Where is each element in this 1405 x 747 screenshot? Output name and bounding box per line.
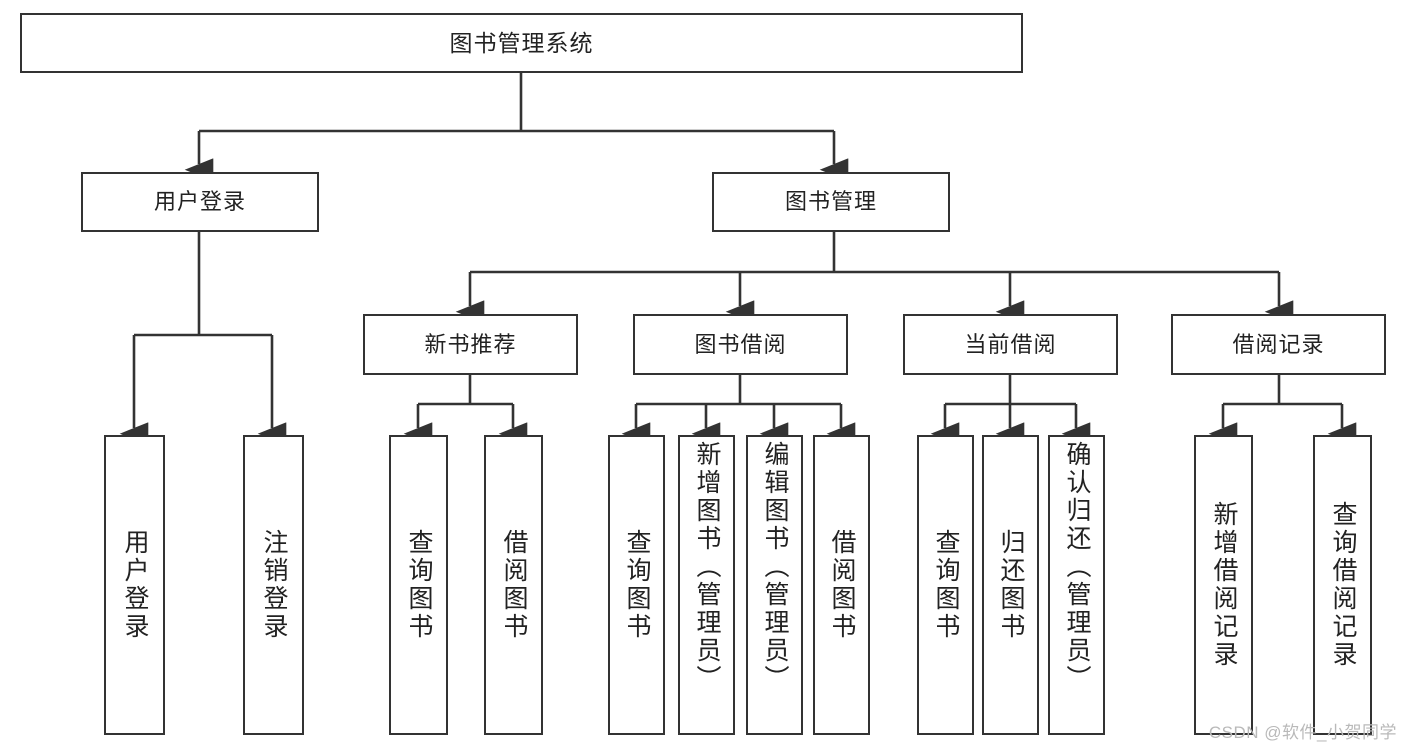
node-label-borrow-record: 借阅记录 — [1232, 331, 1325, 357]
node-label-leaf-confirm-return: 确认归还（管理员） — [1063, 441, 1091, 693]
node-leaf-query-book-3[interactable]: 查询图书 — [917, 435, 974, 735]
node-label-leaf-return-book: 归还图书 — [997, 529, 1025, 641]
node-label-leaf-user-logout: 注销登录 — [260, 529, 288, 641]
node-label-new-book-recommend: 新书推荐 — [424, 331, 517, 357]
node-leaf-add-record[interactable]: 新增借阅记录 — [1194, 435, 1253, 735]
node-leaf-borrow-book-2[interactable]: 借阅图书 — [813, 435, 870, 735]
csdn-watermark: CSDN @软件_小贺同学 — [1208, 723, 1397, 742]
node-leaf-add-book[interactable]: 新增图书（管理员） — [678, 435, 735, 735]
node-label-book-management: 图书管理 — [784, 189, 877, 215]
node-root-book-management-system[interactable]: 图书管理系统 — [20, 13, 1023, 73]
node-label-leaf-query-record: 查询借阅记录 — [1329, 501, 1357, 669]
node-leaf-confirm-return[interactable]: 确认归还（管理员） — [1048, 435, 1105, 735]
node-leaf-query-record[interactable]: 查询借阅记录 — [1313, 435, 1372, 735]
node-label-leaf-add-record: 新增借阅记录 — [1210, 501, 1238, 669]
node-new-book-recommend[interactable]: 新书推荐 — [363, 314, 578, 375]
node-leaf-query-book-1[interactable]: 查询图书 — [389, 435, 448, 735]
node-label-book-borrow: 图书借阅 — [694, 331, 787, 357]
node-current-borrow[interactable]: 当前借阅 — [903, 314, 1118, 375]
node-leaf-edit-book[interactable]: 编辑图书（管理员） — [746, 435, 803, 735]
node-leaf-user-login[interactable]: 用户登录 — [104, 435, 165, 735]
node-borrow-record[interactable]: 借阅记录 — [1171, 314, 1386, 375]
node-leaf-query-book-2[interactable]: 查询图书 — [608, 435, 665, 735]
node-label-leaf-borrow-book-1: 借阅图书 — [500, 529, 528, 641]
node-book-management[interactable]: 图书管理 — [712, 172, 950, 232]
node-label-leaf-query-book-1: 查询图书 — [405, 529, 433, 641]
node-leaf-user-logout[interactable]: 注销登录 — [243, 435, 304, 735]
node-label-current-borrow: 当前借阅 — [964, 331, 1057, 357]
node-label-leaf-user-login: 用户登录 — [121, 529, 149, 641]
node-book-borrow[interactable]: 图书借阅 — [633, 314, 848, 375]
node-leaf-borrow-book-1[interactable]: 借阅图书 — [484, 435, 543, 735]
node-label-leaf-query-book-2: 查询图书 — [623, 529, 651, 641]
node-label-root: 图书管理系统 — [449, 29, 594, 56]
node-label-leaf-add-book: 新增图书（管理员） — [693, 441, 721, 693]
node-label-user-login: 用户登录 — [153, 189, 246, 215]
node-label-leaf-borrow-book-2: 借阅图书 — [828, 529, 856, 641]
node-user-login[interactable]: 用户登录 — [81, 172, 319, 232]
node-label-leaf-query-book-3: 查询图书 — [932, 529, 960, 641]
node-label-leaf-edit-book: 编辑图书（管理员） — [761, 441, 789, 693]
node-leaf-return-book[interactable]: 归还图书 — [982, 435, 1039, 735]
